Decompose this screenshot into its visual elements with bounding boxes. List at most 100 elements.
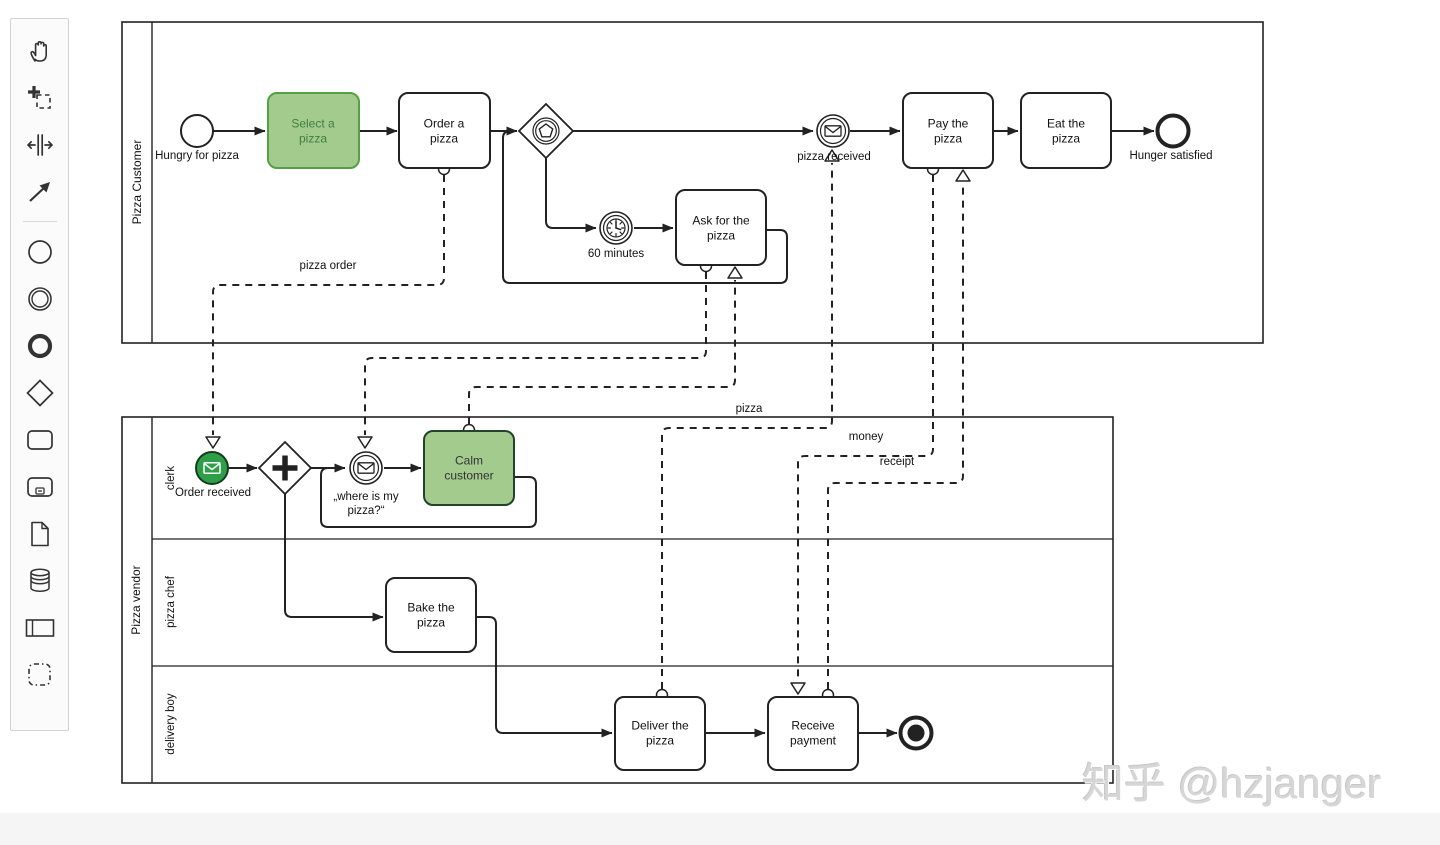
task-label-line: pizza	[934, 132, 962, 146]
task-label-line: pizza	[646, 734, 674, 748]
task-order-a-pizza[interactable]: Order a pizza	[398, 92, 491, 169]
message-flow-money[interactable]	[797, 175, 934, 681]
envelope-icon	[357, 462, 375, 474]
create-start-event[interactable]	[17, 228, 63, 275]
task-label-line: pizza	[417, 616, 445, 630]
open-arrow-down	[790, 682, 806, 695]
message-flow-pizza[interactable]	[661, 163, 833, 689]
create-intermediate-event[interactable]	[17, 275, 63, 322]
label-money[interactable]: money	[849, 431, 884, 443]
plus-icon	[272, 455, 298, 481]
task-label-line: pizza	[430, 132, 458, 146]
space-tool-icon	[26, 133, 53, 156]
create-data-object[interactable]	[17, 510, 63, 557]
flow-gateway-to-timer[interactable]	[545, 158, 597, 233]
lasso-tool[interactable]	[17, 74, 63, 121]
create-task[interactable]	[17, 416, 63, 463]
task-label-line: Ask for the	[692, 214, 750, 228]
task-label-line: Deliver the	[631, 719, 689, 733]
order-received-label: Order received	[175, 487, 251, 499]
task-label-line: pizza	[1052, 132, 1080, 146]
global-connect-icon	[28, 181, 50, 202]
global-connect-tool[interactable]	[17, 168, 63, 215]
message-catch-event-pizza-received[interactable]: pizza received	[797, 114, 871, 163]
hand-tool-icon	[29, 40, 47, 62]
message-start-event-order-received[interactable]: Order received	[175, 451, 251, 499]
task-eat-the-pizza[interactable]: Eat the pizza	[1020, 92, 1112, 169]
page-bottom-strip	[0, 813, 1440, 845]
lasso-tool-icon	[27, 85, 51, 109]
message-flow-pizza-order[interactable]	[212, 175, 445, 435]
clock-icon	[606, 218, 626, 238]
task-label-line: Eat the	[1047, 117, 1085, 131]
create-group[interactable]	[17, 651, 63, 698]
task-label-line: Calm	[455, 454, 483, 468]
bpmn-palette	[10, 18, 69, 731]
envelope-icon	[824, 125, 842, 137]
palette-separator	[22, 221, 57, 222]
flow-bake-to-deliver[interactable]	[476, 616, 613, 738]
start-event-icon	[27, 239, 52, 264]
task-deliver-the-pizza[interactable]: Deliver the pizza	[614, 696, 706, 771]
sequence-flows-customer[interactable]	[213, 126, 1155, 284]
task-ask-for-the-pizza[interactable]: Ask for the pizza	[675, 189, 767, 266]
pool-pizza-customer-label: Pizza Customer	[130, 140, 144, 225]
pool-pizza-customer[interactable]: Pizza Customer	[121, 21, 1264, 344]
create-participant[interactable]	[17, 604, 63, 651]
data-object-icon	[30, 521, 49, 546]
task-pay-the-pizza[interactable]: Pay the pizza	[902, 92, 994, 169]
parallel-gateway[interactable]	[257, 440, 313, 496]
task-label-line: payment	[790, 734, 837, 748]
message-catch-event-where-is-my-pizza[interactable]: „where is my pizza?“	[333, 451, 399, 517]
message-flow-receipt[interactable]	[827, 183, 964, 689]
create-end-event[interactable]	[17, 322, 63, 369]
timer-intermediate-event[interactable]: 60 minutes	[588, 211, 645, 260]
subprocess-icon	[26, 476, 53, 497]
hand-tool[interactable]	[17, 27, 63, 74]
end-event-hunger-satisfied[interactable]: Hunger satisfied	[1129, 113, 1213, 163]
start-event-hungry-for-pizza[interactable]: Hungry for pizza	[155, 114, 239, 162]
message-flow-calm-to-ask[interactable]	[468, 280, 736, 424]
lane-clerk-label: clerk	[165, 466, 177, 491]
pentagon-icon	[538, 123, 554, 138]
sequence-flows-vendor[interactable]	[228, 463, 898, 738]
label-pizza-order[interactable]: pizza order	[300, 260, 357, 272]
label-pizza[interactable]: pizza	[736, 403, 763, 415]
pizza-received-label: pizza received	[797, 151, 871, 163]
task-label-line: Pay the	[928, 117, 969, 131]
participant-icon	[25, 618, 54, 637]
lane-pizza-chef-label: pizza chef	[165, 575, 177, 628]
lane-delivery-boy-label: delivery boy	[165, 693, 177, 755]
task-label-line: Select a	[291, 117, 335, 131]
flow-gateway-to-bake[interactable]	[284, 494, 384, 622]
end-event-label: Hunger satisfied	[1129, 150, 1212, 162]
open-arrow-up	[727, 266, 743, 279]
where-pizza-label-line: pizza?“	[347, 505, 384, 517]
task-calm-customer[interactable]: Calm customer	[423, 430, 515, 506]
start-event-label: Hungry for pizza	[155, 150, 239, 162]
task-label-line: Order a	[424, 117, 465, 131]
flow-calm-loop-back[interactable]	[320, 467, 537, 528]
message-flow-where-is-my-pizza[interactable]	[364, 272, 707, 435]
task-select-a-pizza[interactable]: Select a pizza	[267, 92, 360, 169]
pool-pizza-vendor-label: Pizza vendor	[129, 565, 143, 634]
task-label-line: pizza	[707, 229, 735, 243]
timer-label: 60 minutes	[588, 248, 645, 260]
task-bake-the-pizza[interactable]: Bake the pizza	[385, 577, 477, 653]
task-label-line: Bake the	[407, 601, 455, 615]
terminate-end-event[interactable]	[898, 715, 934, 751]
gateway-icon	[25, 378, 54, 407]
open-arrow-up	[824, 149, 840, 162]
label-receipt[interactable]: receipt	[880, 456, 915, 468]
create-gateway[interactable]	[17, 369, 63, 416]
space-tool[interactable]	[17, 121, 63, 168]
watermark: 知乎 @hzjanger	[1082, 760, 1382, 807]
where-pizza-label-line: „where is my	[333, 491, 398, 503]
event-based-gateway[interactable]	[517, 102, 575, 160]
end-event-icon	[27, 333, 52, 358]
task-receive-payment[interactable]: Receive payment	[767, 696, 859, 771]
flow-ask-loop-back[interactable]	[502, 130, 788, 284]
create-data-store[interactable]	[17, 557, 63, 604]
create-subprocess[interactable]	[17, 463, 63, 510]
